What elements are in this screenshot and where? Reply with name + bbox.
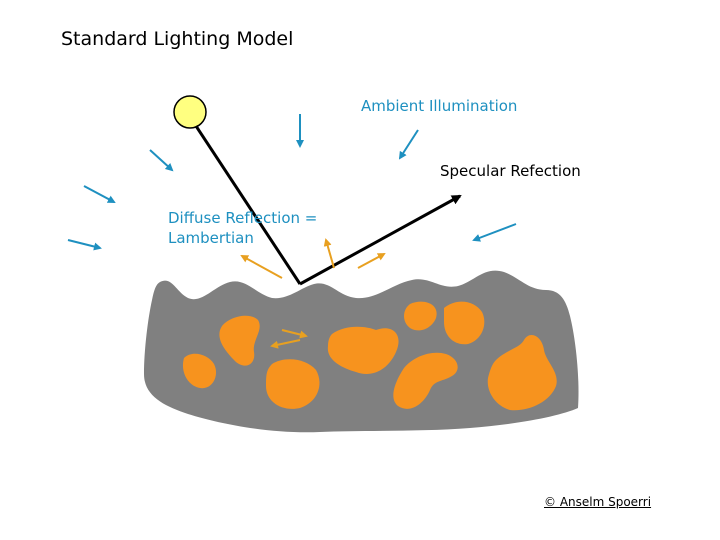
pigment-blob — [393, 352, 458, 409]
diffuse-arrow — [323, 238, 335, 269]
incident-ray — [194, 125, 302, 285]
light-source-icon — [173, 95, 207, 129]
pigment-blob — [219, 315, 260, 366]
pigment-blobs — [182, 301, 557, 411]
pigment-blob — [182, 353, 217, 389]
pigment-blob — [487, 335, 557, 411]
ambient-arrow — [472, 223, 517, 242]
pigment-blob — [327, 326, 399, 374]
ambient-arrow — [398, 129, 419, 160]
ambient-arrow — [83, 185, 116, 203]
credit-link[interactable]: © Anselm Spoerri — [544, 495, 652, 509]
pigment-blob — [266, 359, 320, 409]
ambient-illumination-label: Ambient Illumination — [361, 97, 518, 115]
diffuse-arrow — [357, 253, 386, 269]
ambient-arrow — [149, 149, 174, 172]
diffuse-label-line-2: Lambertian — [168, 229, 254, 247]
specular-reflection-label: Specular Refection — [440, 162, 581, 180]
pigment-blob — [444, 301, 485, 345]
diffuse-reflection-label: Diffuse Reflection = Lambertian — [168, 208, 338, 248]
subsurface-arrow — [281, 329, 308, 339]
slide-title: Standard Lighting Model — [61, 28, 294, 50]
specular-ray — [299, 194, 462, 286]
subsurface-arrow — [270, 339, 301, 349]
pigment-blob — [404, 301, 437, 331]
diffuse-label-line-1: Diffuse Reflection = — [168, 209, 318, 227]
diffuse-arrow — [240, 255, 283, 279]
ambient-arrow — [67, 239, 102, 251]
